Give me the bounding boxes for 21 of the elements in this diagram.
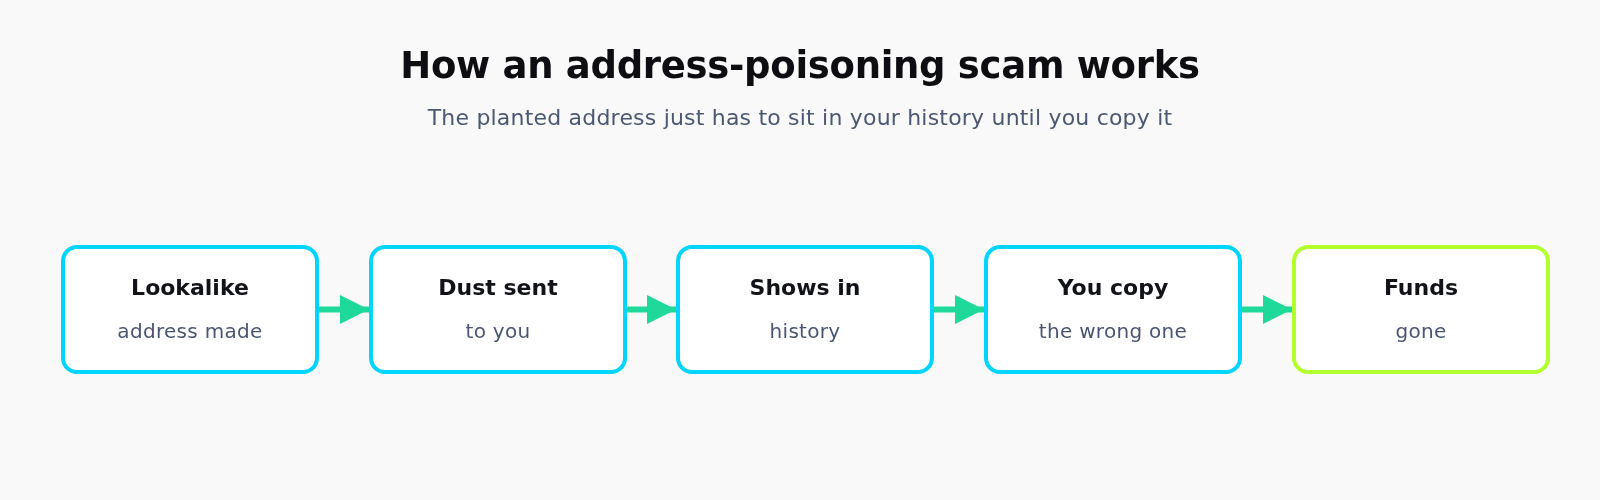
arrow	[1242, 295, 1292, 324]
arrow	[627, 295, 676, 324]
step-description: gone	[1395, 318, 1447, 345]
process-box	[984, 245, 1242, 374]
title: How an address-poisoning scam works	[400, 43, 1200, 89]
process-box	[1292, 245, 1550, 374]
arrow	[319, 295, 369, 324]
step-description: history	[769, 318, 841, 345]
arrow	[934, 295, 984, 324]
step-title: Funds	[1383, 274, 1459, 302]
subtitle: The planted address just has to sit in your history until you copy it	[427, 104, 1173, 132]
step-title: Shows in	[749, 274, 861, 302]
step-description: address made	[117, 318, 263, 345]
process-box	[369, 245, 627, 374]
process-box	[676, 245, 934, 374]
process-box	[61, 245, 319, 374]
step-title: You copy	[1057, 274, 1169, 302]
step-title: Lookalike	[131, 274, 249, 302]
step-description: to you	[465, 318, 531, 345]
step-description: the wrong one	[1038, 318, 1188, 345]
step-title: Dust sent	[438, 274, 558, 302]
